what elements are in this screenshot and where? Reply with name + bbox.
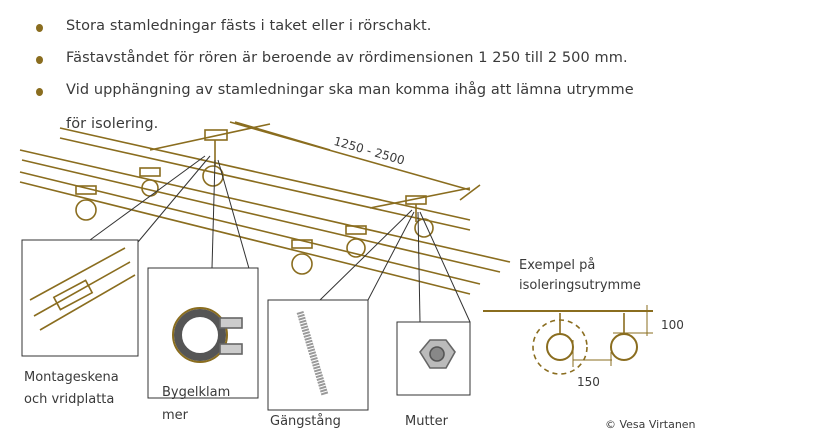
- label-rail-2: och vridplatta: [24, 392, 115, 407]
- insulation-example: [483, 305, 653, 375]
- label-clamp-1: Bygelklam: [162, 385, 231, 400]
- rail-inset: [21, 239, 139, 357]
- dimension-line: [229, 121, 471, 191]
- dim-vertical: 100: [661, 318, 684, 332]
- clamp-inset: [147, 267, 259, 399]
- dim-horizontal: 150: [577, 375, 600, 389]
- bullet-text-3-cont: för isolering.: [66, 116, 159, 132]
- inset-boxes: [21, 239, 471, 411]
- bullet-text-3: Vid upphängning av stamledningar ska man…: [66, 82, 634, 98]
- label-rod: Gängstång: [270, 414, 341, 429]
- bullet-dot: [36, 56, 43, 64]
- rod-detail: [296, 310, 329, 397]
- example-title-2: isoleringsutrymme: [519, 278, 641, 293]
- clamp-detail: [172, 307, 243, 363]
- example-title-1: Exempel på: [519, 258, 596, 273]
- copyright: © Vesa Virtanen: [605, 418, 696, 431]
- bullet-text-2: Fästavståndet för rören är beroende av r…: [66, 50, 628, 66]
- label-rail-1: Montageskena: [24, 370, 119, 385]
- label-nut: Mutter: [405, 414, 448, 429]
- rod-inset: [267, 299, 369, 411]
- label-clamp-2: mer: [162, 408, 189, 423]
- rail-detail: [29, 247, 136, 331]
- bullet-text-1: Stora stamledningar fästs i taket eller …: [66, 18, 432, 34]
- bullet-dot: [36, 88, 43, 96]
- nut-detail: [419, 339, 456, 369]
- bullet-dot: [36, 24, 43, 32]
